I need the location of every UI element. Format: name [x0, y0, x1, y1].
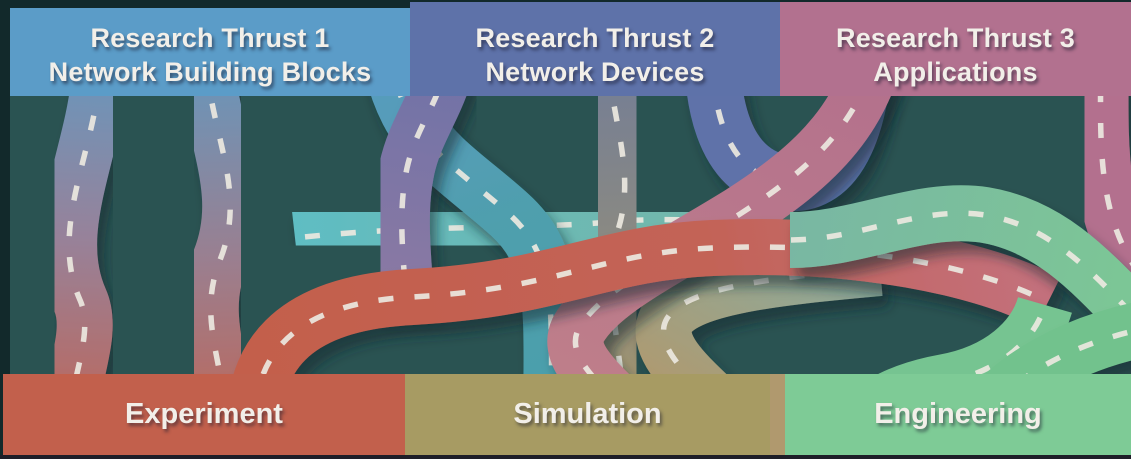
- thrust-1-band: Research Thrust 1 Network Building Block…: [10, 8, 410, 96]
- thrust-1-title: Research Thrust 1: [90, 23, 330, 53]
- thrust-2-band: Research Thrust 2 Network Devices: [410, 2, 780, 96]
- green-right-road: [789, 185, 1131, 340]
- thrust-1-subtitle: Network Building Blocks: [48, 57, 372, 87]
- frame-top-edge: [0, 0, 1131, 2]
- experiment-band: Experiment: [3, 374, 405, 455]
- simulation-band: Simulation: [405, 374, 770, 455]
- red-sweep-road: [226, 218, 1061, 459]
- frame-top-left-edge: [0, 0, 412, 8]
- experiment-label: Experiment: [125, 398, 283, 430]
- frame-bottom-edge: [0, 455, 1131, 459]
- thrust-3-subtitle: Applications: [873, 57, 1038, 87]
- engineering-band: Engineering: [785, 374, 1131, 455]
- thrust-2-title: Research Thrust 2: [475, 23, 715, 53]
- road-center-dashes: [252, 244, 1050, 459]
- frame-left-edge: [0, 0, 10, 459]
- thrust-3-title: Research Thrust 3: [836, 23, 1075, 53]
- thrust-3-band: Research Thrust 3 Applications: [780, 2, 1131, 96]
- thrust-2-subtitle: Network Devices: [485, 57, 705, 87]
- road-center-dashes: [604, 14, 631, 459]
- simulation-label: Simulation: [513, 398, 662, 430]
- road-center-dashes: [399, 14, 458, 313]
- footer-gap-strip: [770, 374, 785, 455]
- engineering-label: Engineering: [874, 398, 1042, 430]
